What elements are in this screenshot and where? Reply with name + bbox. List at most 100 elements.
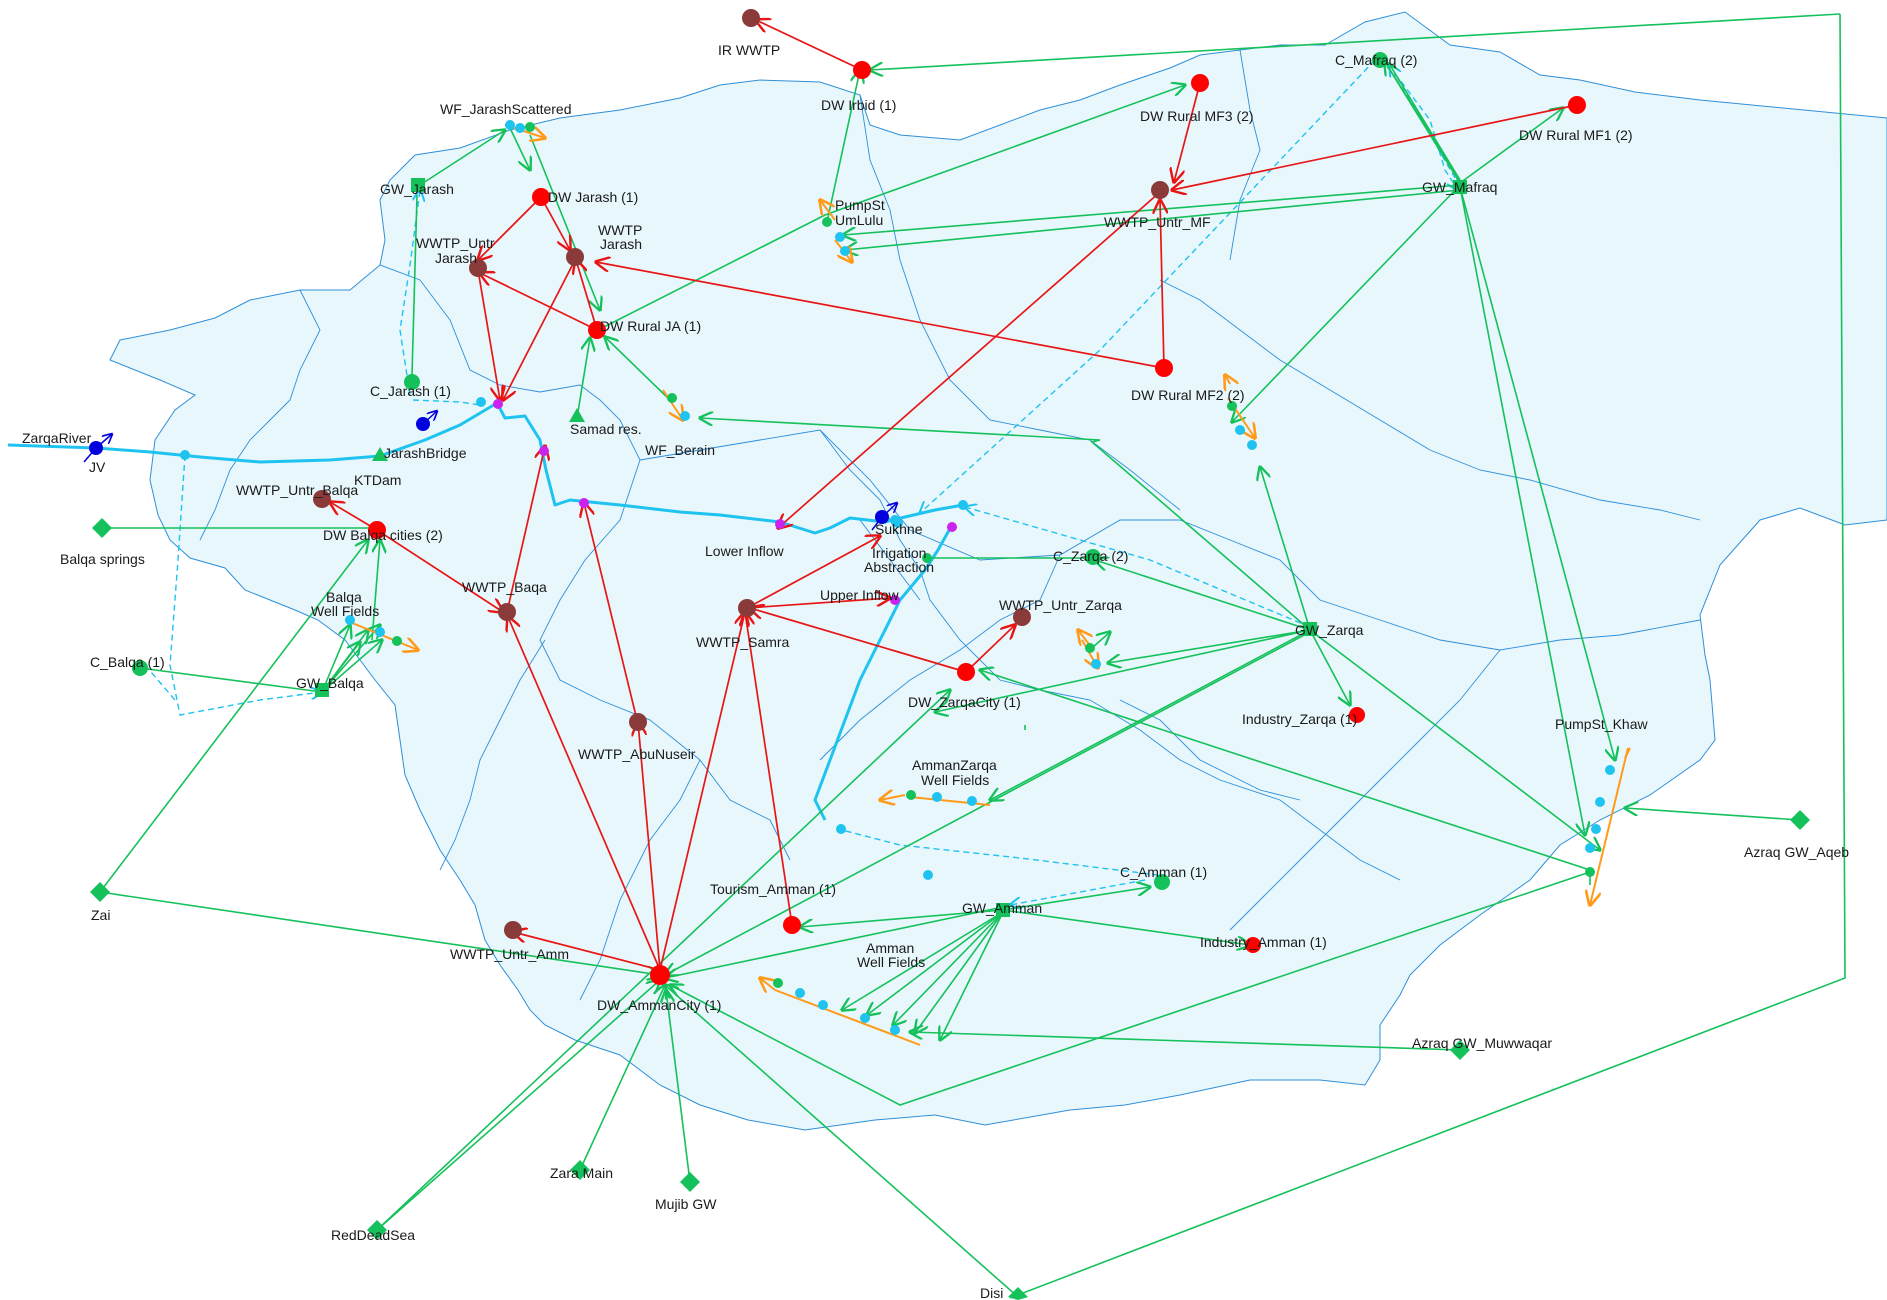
river-nodes[interactable] [83,411,897,531]
label-c-zarqa: C_Zarqa (2) [1053,548,1128,564]
label-azraq-gw-aqeb: Azraq GW_Aqeb [1744,844,1849,860]
gw-balqa-icon[interactable] [315,683,329,697]
catchment-nodes[interactable] [132,52,1388,890]
label-wwtp-untr-jarash-2: Jarash [435,250,477,266]
label-ammanzarqa-well-fields-1: AmmanZarqa [912,757,997,773]
gw-zarqa-icon[interactable] [1303,622,1317,636]
wwtp-abu-nuseir-icon[interactable] [629,713,647,731]
supply-links [99,13,1846,1299]
label-zara-main: Zara Main [550,1165,613,1181]
label-pumpst-khaw: PumpSt_Khaw [1555,716,1648,732]
label-balqa-well-fields-2: Well Fields [311,603,379,619]
dw-rural-mf3-icon[interactable] [1191,74,1209,92]
label-wwtp-untr-amm: WWTP_Untr_Amm [450,946,569,962]
basin-boundary [109,11,1887,1131]
ir-wwtp-icon[interactable] [742,9,760,27]
wwtp-untr-mf-icon[interactable] [1151,181,1169,199]
label-dw-irbid: DW Irbid (1) [821,97,896,113]
label-gw-jarash: GW_Jarash [380,181,454,197]
wwtp-untr-zarqa-icon[interactable] [1013,608,1031,626]
samad-res-icon[interactable] [569,408,585,422]
gw-amman-icon[interactable] [996,903,1010,917]
dw-zarqa-city-icon[interactable] [957,663,975,681]
label-dw-rural-mf2: DW Rural MF2 (2) [1131,387,1245,403]
wwtp-untr-jarash-icon[interactable] [469,259,487,277]
label-dw-rural-ja: DW Rural JA (1) [600,318,701,334]
groundwater-nodes[interactable] [315,178,1467,917]
label-wf-berain: WF_Berain [645,442,715,458]
label-amman-well-fields-2: Well Fields [857,954,925,970]
kt-dam-icon[interactable] [372,447,388,461]
red-dead-sea-icon[interactable] [367,1220,387,1240]
withdrawal-nodes[interactable] [180,120,1615,1035]
balqa-springs-icon[interactable] [92,518,112,538]
disi-icon[interactable] [1008,1287,1028,1300]
zai-icon[interactable] [90,882,110,902]
dw-amman-city-icon[interactable] [650,965,670,985]
other-supplies[interactable] [90,518,1810,1300]
label-red-dead-sea: RedDeadSea [331,1227,415,1243]
wwtp-jarash-icon[interactable] [566,248,584,266]
label-samad-res: Samad res. [570,421,642,437]
industry-amman-icon[interactable] [1245,937,1261,953]
label-gw-amman: GW_Amman [962,900,1042,916]
inflow-nodes[interactable] [493,399,957,605]
label-wwtp-untr-balqa: WWTP_Untr_Balqa [236,482,358,498]
sub-basin-boundaries [199,49,1701,1001]
dw-balqa-cities-icon[interactable] [368,521,386,539]
label-c-balqa: C_Balqa (1) [90,654,165,670]
wwtp-untr-balqa-icon[interactable] [313,490,331,508]
azraq-gw-aqeb-icon[interactable] [1790,810,1810,830]
label-wwtp-samra: WWTP_Samra [696,634,790,650]
label-dw-balqa-cities: DW Balqa cities (2) [323,527,443,543]
label-irrigation-abstraction-2: Abstraction [864,559,934,575]
dw-rural-mf2-icon[interactable] [1155,359,1173,377]
dw-irbid-icon[interactable] [853,61,871,79]
c-mafraq-icon[interactable] [1372,52,1388,68]
label-amman-well-fields-1: Amman [866,940,914,956]
label-pumpst-umlulu-2: UmLulu [835,212,883,228]
label-upper-inflow: Upper Inflow [820,587,899,603]
label-irrigation-abstraction-1: Irrigation [872,545,926,561]
label-lower-inflow: Lower Inflow [705,543,784,559]
label-dw-zarqa-city: DW_ZarqaCity (1) [908,694,1021,710]
gw-mafraq-icon[interactable] [1453,180,1467,194]
dw-jarash-icon[interactable] [532,188,550,206]
demand-sites[interactable] [368,61,1586,985]
zara-main-icon[interactable] [570,1160,590,1180]
label-wwtp-abu-nuseir: WWTP_AbuNuseir [578,746,696,762]
return-flow-links [330,20,1578,971]
wwtp-untr-amm-icon[interactable] [504,921,522,939]
label-wf-jarash-scattered: WF_JarashScattered [440,101,572,117]
wwtp-samra-icon[interactable] [738,599,756,617]
label-balqa-springs: Balqa springs [60,551,145,567]
label-wwtp-untr-zarqa: WWTP_Untr_Zarqa [999,597,1122,613]
dw-rural-mf1-icon[interactable] [1568,96,1586,114]
label-wwtp-jarash-1: WWTP [598,222,642,238]
tourism-amman-icon[interactable] [783,916,801,934]
mujib-gw-icon[interactable] [680,1172,700,1192]
azraq-gw-muwwaqar-icon[interactable] [1450,1040,1470,1060]
c-amman-icon[interactable] [1154,874,1170,890]
dw-rural-ja-icon[interactable] [588,321,606,339]
label-wwtp-baqa: WWTP_Baqa [462,579,547,595]
label-c-amman: C_Amman (1) [1120,864,1207,880]
industry-zarqa-icon[interactable] [1349,707,1365,723]
wwtp-baqa-icon[interactable] [498,603,516,621]
c-zarqa-icon[interactable] [1085,549,1101,565]
label-industry-amman: Industry_Amman (1) [1200,934,1327,950]
c-jarash-icon[interactable] [404,374,420,390]
label-wwtp-untr-jarash-1: WWTP_Untr [416,235,495,251]
label-balqa-well-fields-1: Balqa [326,589,362,605]
reservoirs[interactable] [372,408,585,461]
c-balqa-icon[interactable] [132,660,148,676]
gw-jarash-icon[interactable] [411,178,425,192]
label-jarash-bridge: JarashBridge [384,445,467,461]
small-green-junctions[interactable] [392,122,1595,988]
label-disi: Disi [980,1285,1003,1300]
wastewater-plants[interactable] [313,9,1169,939]
zarqa-river-main[interactable] [7,401,964,535]
label-sukhne: Sukhne [875,521,923,537]
label-pumpst-umlulu-1: PumpSt [835,197,885,213]
